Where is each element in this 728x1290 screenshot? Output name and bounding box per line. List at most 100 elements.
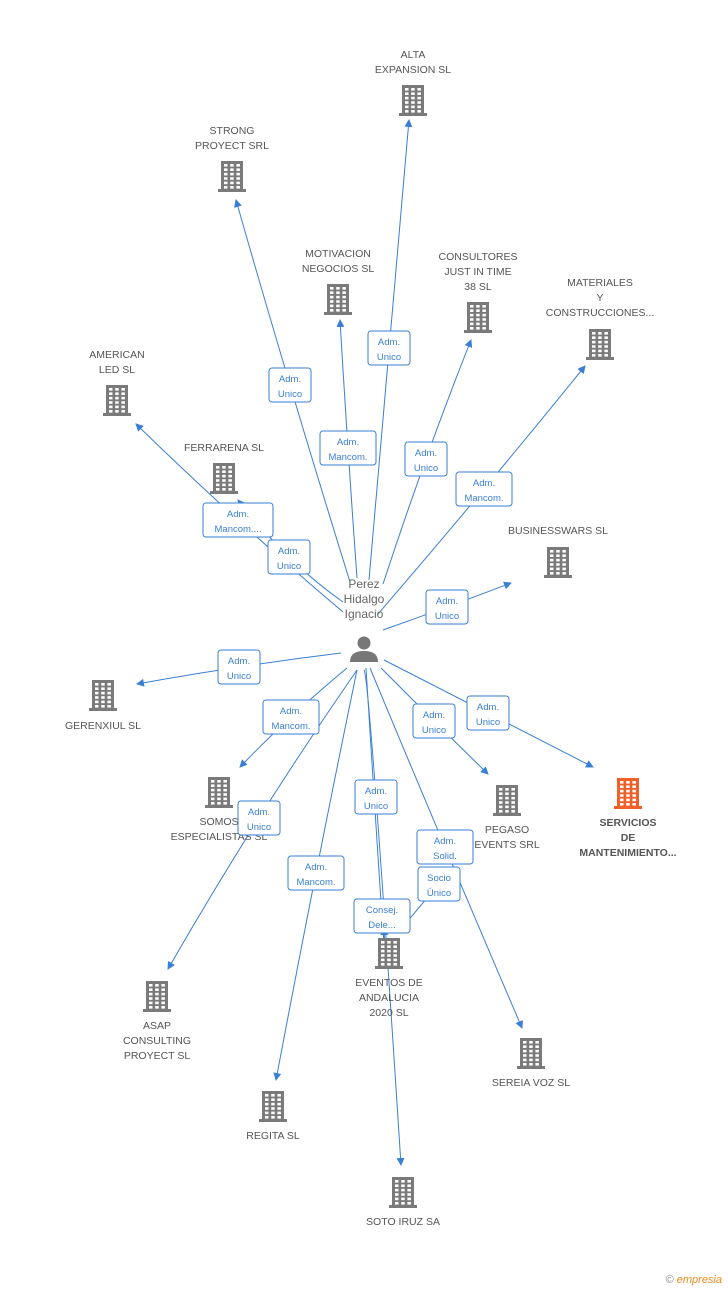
company-label[interactable]: EVENTS SRL [474, 839, 540, 851]
building-icon[interactable] [389, 1177, 417, 1208]
relation-badge[interactable]: Adm.Unico [412, 703, 456, 739]
relation-label: Adm. [378, 337, 400, 348]
building-icon[interactable] [493, 785, 521, 816]
relation-label: Mancom. [296, 877, 335, 888]
company-label[interactable]: PROYECT SRL [195, 140, 269, 152]
company-label[interactable]: EVENTOS DE [355, 977, 423, 989]
person-name[interactable]: Hidalgo [344, 592, 385, 606]
company-label[interactable]: MATERIALES [567, 277, 633, 289]
company-label[interactable]: CONSULTORES [439, 251, 518, 263]
company-label[interactable]: CONSTRUCCIONES... [546, 307, 655, 319]
relation-label: Adm. [337, 437, 359, 448]
company-label[interactable]: GERENXIUL SL [65, 720, 141, 732]
building-icon[interactable] [89, 680, 117, 711]
relation-badge[interactable]: Adm.Solid. [416, 829, 474, 865]
relation-label: Unico [422, 725, 446, 736]
brand-initial: e [676, 1274, 683, 1286]
building-icon[interactable] [103, 385, 131, 416]
building-icon[interactable] [399, 85, 427, 116]
person-name[interactable]: Perez [348, 577, 379, 591]
relation-badge[interactable]: Adm. Unico [237, 800, 281, 836]
relation-label: Adm. [248, 807, 270, 818]
relation-label: Mancom. [271, 721, 310, 732]
relation-badge[interactable]: Adm.Mancom. [455, 471, 513, 507]
copyright-footer: © empresia [666, 1274, 722, 1286]
relation-label: Unico [435, 611, 459, 622]
relation-label: Consej. [366, 905, 398, 916]
relation-label: Adm. [365, 786, 387, 797]
relation-label: Dele... [368, 920, 395, 931]
relation-badge[interactable]: Adm.Mancom. [287, 855, 345, 891]
company-label[interactable]: NEGOCIOS SL [302, 263, 375, 275]
relation-label: Mancom.... [215, 524, 262, 535]
relation-label: Adm. [477, 702, 499, 713]
relation-badge[interactable]: Adm. Unico [267, 539, 311, 575]
relation-badge[interactable]: Adm.Unico [404, 441, 448, 477]
company-label[interactable]: CONSULTING [123, 1035, 191, 1047]
building-icon[interactable] [218, 161, 246, 192]
relation-label: Adm. [278, 546, 300, 557]
building-icon[interactable] [143, 981, 171, 1012]
company-label[interactable]: JUST IN TIME [444, 266, 511, 278]
company-label[interactable]: REGITA SL [246, 1130, 300, 1142]
relation-label: Mancom. [328, 452, 367, 463]
company-label[interactable]: 38 SL [464, 281, 492, 293]
company-label[interactable]: SOTO IRUZ SA [366, 1216, 440, 1228]
relation-badge[interactable]: Adm.Mancom. [262, 699, 320, 735]
relation-badge[interactable]: Adm.Unico [268, 367, 312, 403]
company-label[interactable]: SOMOS [199, 816, 238, 828]
relation-badge[interactable]: Adm. Unico [367, 330, 411, 366]
company-label[interactable]: FERRARENA SL [184, 442, 264, 454]
person-name[interactable]: Ignacio [345, 607, 384, 621]
brand-name: mpresia [682, 1274, 722, 1286]
brand-logo[interactable]: empresia [677, 1274, 722, 1286]
company-label[interactable]: EXPANSION SL [375, 64, 451, 76]
company-label[interactable]: MANTENIMIENTO... [579, 847, 676, 859]
building-icon[interactable] [210, 463, 238, 494]
relation-badge[interactable]: Adm.Unico [425, 589, 469, 625]
company-label[interactable]: ANDALUCIA [359, 992, 419, 1004]
relation-label: Adm. [279, 374, 301, 385]
relation-label: Unico [377, 352, 401, 363]
relation-badge[interactable]: Adm. Unico [466, 695, 510, 731]
company-label[interactable]: ASAP [143, 1020, 171, 1032]
building-icon[interactable] [586, 329, 614, 360]
relation-label: Unico [277, 561, 301, 572]
relation-label: Adm. [434, 836, 456, 847]
building-icon[interactable] [614, 778, 642, 809]
relation-badge[interactable]: Adm.Mancom.... [202, 502, 274, 538]
relation-label: Unico [227, 671, 251, 682]
company-label[interactable]: DE [621, 832, 636, 844]
building-icon[interactable] [205, 777, 233, 808]
relation-label: Unico [476, 717, 500, 728]
person-icon[interactable] [350, 636, 378, 663]
company-label[interactable]: ALTA [401, 49, 426, 61]
building-icon[interactable] [375, 938, 403, 969]
company-label[interactable]: 2020 SL [369, 1007, 408, 1019]
company-label[interactable]: LED SL [99, 364, 135, 376]
company-label[interactable]: SEREIA VOZ SL [492, 1077, 570, 1089]
relation-badge[interactable]: Adm.Unico [354, 779, 398, 815]
building-icon[interactable] [544, 547, 572, 578]
company-label[interactable]: PROYECT SL [124, 1050, 190, 1062]
building-icon[interactable] [517, 1038, 545, 1069]
company-label[interactable]: Y [596, 292, 603, 304]
relation-badge[interactable]: Consej. Dele... [353, 898, 411, 934]
relation-label: Adm. [228, 656, 250, 667]
company-label[interactable]: STRONG [210, 125, 255, 137]
copyright-symbol: © [665, 1274, 674, 1286]
company-label[interactable]: PEGASO [485, 824, 529, 836]
company-label[interactable]: AMERICAN [89, 349, 144, 361]
building-icon[interactable] [464, 302, 492, 333]
relation-badge[interactable]: Adm. Mancom. [319, 430, 377, 466]
company-label[interactable]: BUSINESSWARS SL [508, 525, 608, 537]
relation-badge[interactable]: Adm. Unico [217, 649, 261, 685]
relation-label: Unico [247, 822, 271, 833]
building-icon[interactable] [324, 284, 352, 315]
company-label[interactable]: MOTIVACION [305, 248, 371, 260]
company-label[interactable]: SERVICIOS [600, 817, 657, 829]
building-icon[interactable] [259, 1091, 287, 1122]
